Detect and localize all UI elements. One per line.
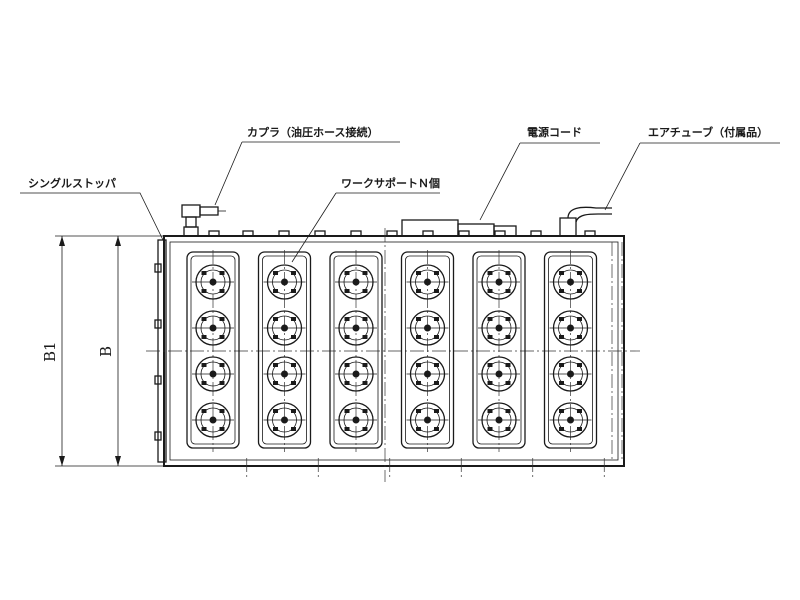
side-bolts bbox=[154, 263, 162, 441]
work-support bbox=[406, 264, 449, 300]
leader-coupler bbox=[214, 141, 243, 206]
bolt bbox=[242, 230, 254, 237]
bolt bbox=[584, 230, 596, 237]
dim-label-b: B bbox=[97, 346, 115, 357]
support-column bbox=[257, 250, 312, 452]
work-support bbox=[192, 356, 234, 392]
bolt bbox=[386, 230, 398, 237]
dimension-b1: B1 bbox=[41, 235, 170, 467]
work-support bbox=[335, 356, 377, 392]
coupler-fitting bbox=[181, 204, 226, 237]
side-bolt bbox=[154, 319, 162, 329]
work-support bbox=[192, 402, 234, 438]
support-column bbox=[543, 250, 598, 452]
label-work-support: ワークサポートＮ個 bbox=[341, 176, 440, 190]
label-coupler: カプラ（油圧ホース接続） bbox=[247, 125, 378, 139]
work-support bbox=[478, 310, 520, 346]
bolt bbox=[530, 230, 542, 237]
work-support bbox=[192, 310, 234, 346]
label-air-tube: エアチューブ（付属品） bbox=[648, 125, 768, 139]
air-tube-fitting bbox=[559, 206, 612, 237]
work-support bbox=[478, 402, 520, 438]
work-support-columns bbox=[186, 228, 605, 482]
work-support bbox=[478, 264, 520, 300]
work-support bbox=[263, 264, 306, 300]
leader-air-tube bbox=[604, 142, 641, 211]
work-support bbox=[335, 402, 377, 438]
bolt bbox=[314, 230, 326, 237]
leader-work-support bbox=[291, 192, 337, 263]
work-support bbox=[192, 264, 234, 300]
bolt bbox=[208, 230, 220, 237]
support-column bbox=[186, 250, 240, 452]
work-support bbox=[406, 402, 449, 438]
label-single-stopper: シングルストッパ bbox=[28, 176, 116, 190]
label-power-cord: 電源コード bbox=[527, 125, 582, 139]
work-support bbox=[263, 356, 306, 392]
work-support bbox=[335, 310, 377, 346]
top-bolts bbox=[208, 230, 596, 237]
work-support bbox=[478, 356, 520, 392]
work-support bbox=[263, 402, 306, 438]
dimension-b: B bbox=[97, 236, 121, 466]
work-support bbox=[549, 356, 592, 392]
work-support bbox=[549, 402, 592, 438]
work-support bbox=[406, 310, 449, 346]
leader-power-cord bbox=[479, 142, 521, 221]
work-support bbox=[335, 264, 377, 300]
side-bolt bbox=[154, 375, 162, 385]
bolt bbox=[422, 230, 434, 237]
work-support bbox=[549, 310, 592, 346]
side-bolt bbox=[154, 263, 162, 273]
bolt bbox=[350, 230, 362, 237]
bolt bbox=[494, 230, 506, 237]
side-bolt bbox=[154, 431, 162, 441]
support-column bbox=[400, 250, 455, 452]
bolt bbox=[458, 230, 470, 237]
leader-single-stopper bbox=[20, 192, 164, 241]
work-support bbox=[406, 356, 449, 392]
work-support bbox=[549, 264, 592, 300]
dim-label-b1: B1 bbox=[41, 341, 59, 362]
support-column bbox=[472, 250, 526, 452]
support-column bbox=[329, 250, 383, 452]
work-support bbox=[263, 310, 306, 346]
bolt bbox=[278, 230, 290, 237]
leader-lines bbox=[20, 141, 780, 263]
